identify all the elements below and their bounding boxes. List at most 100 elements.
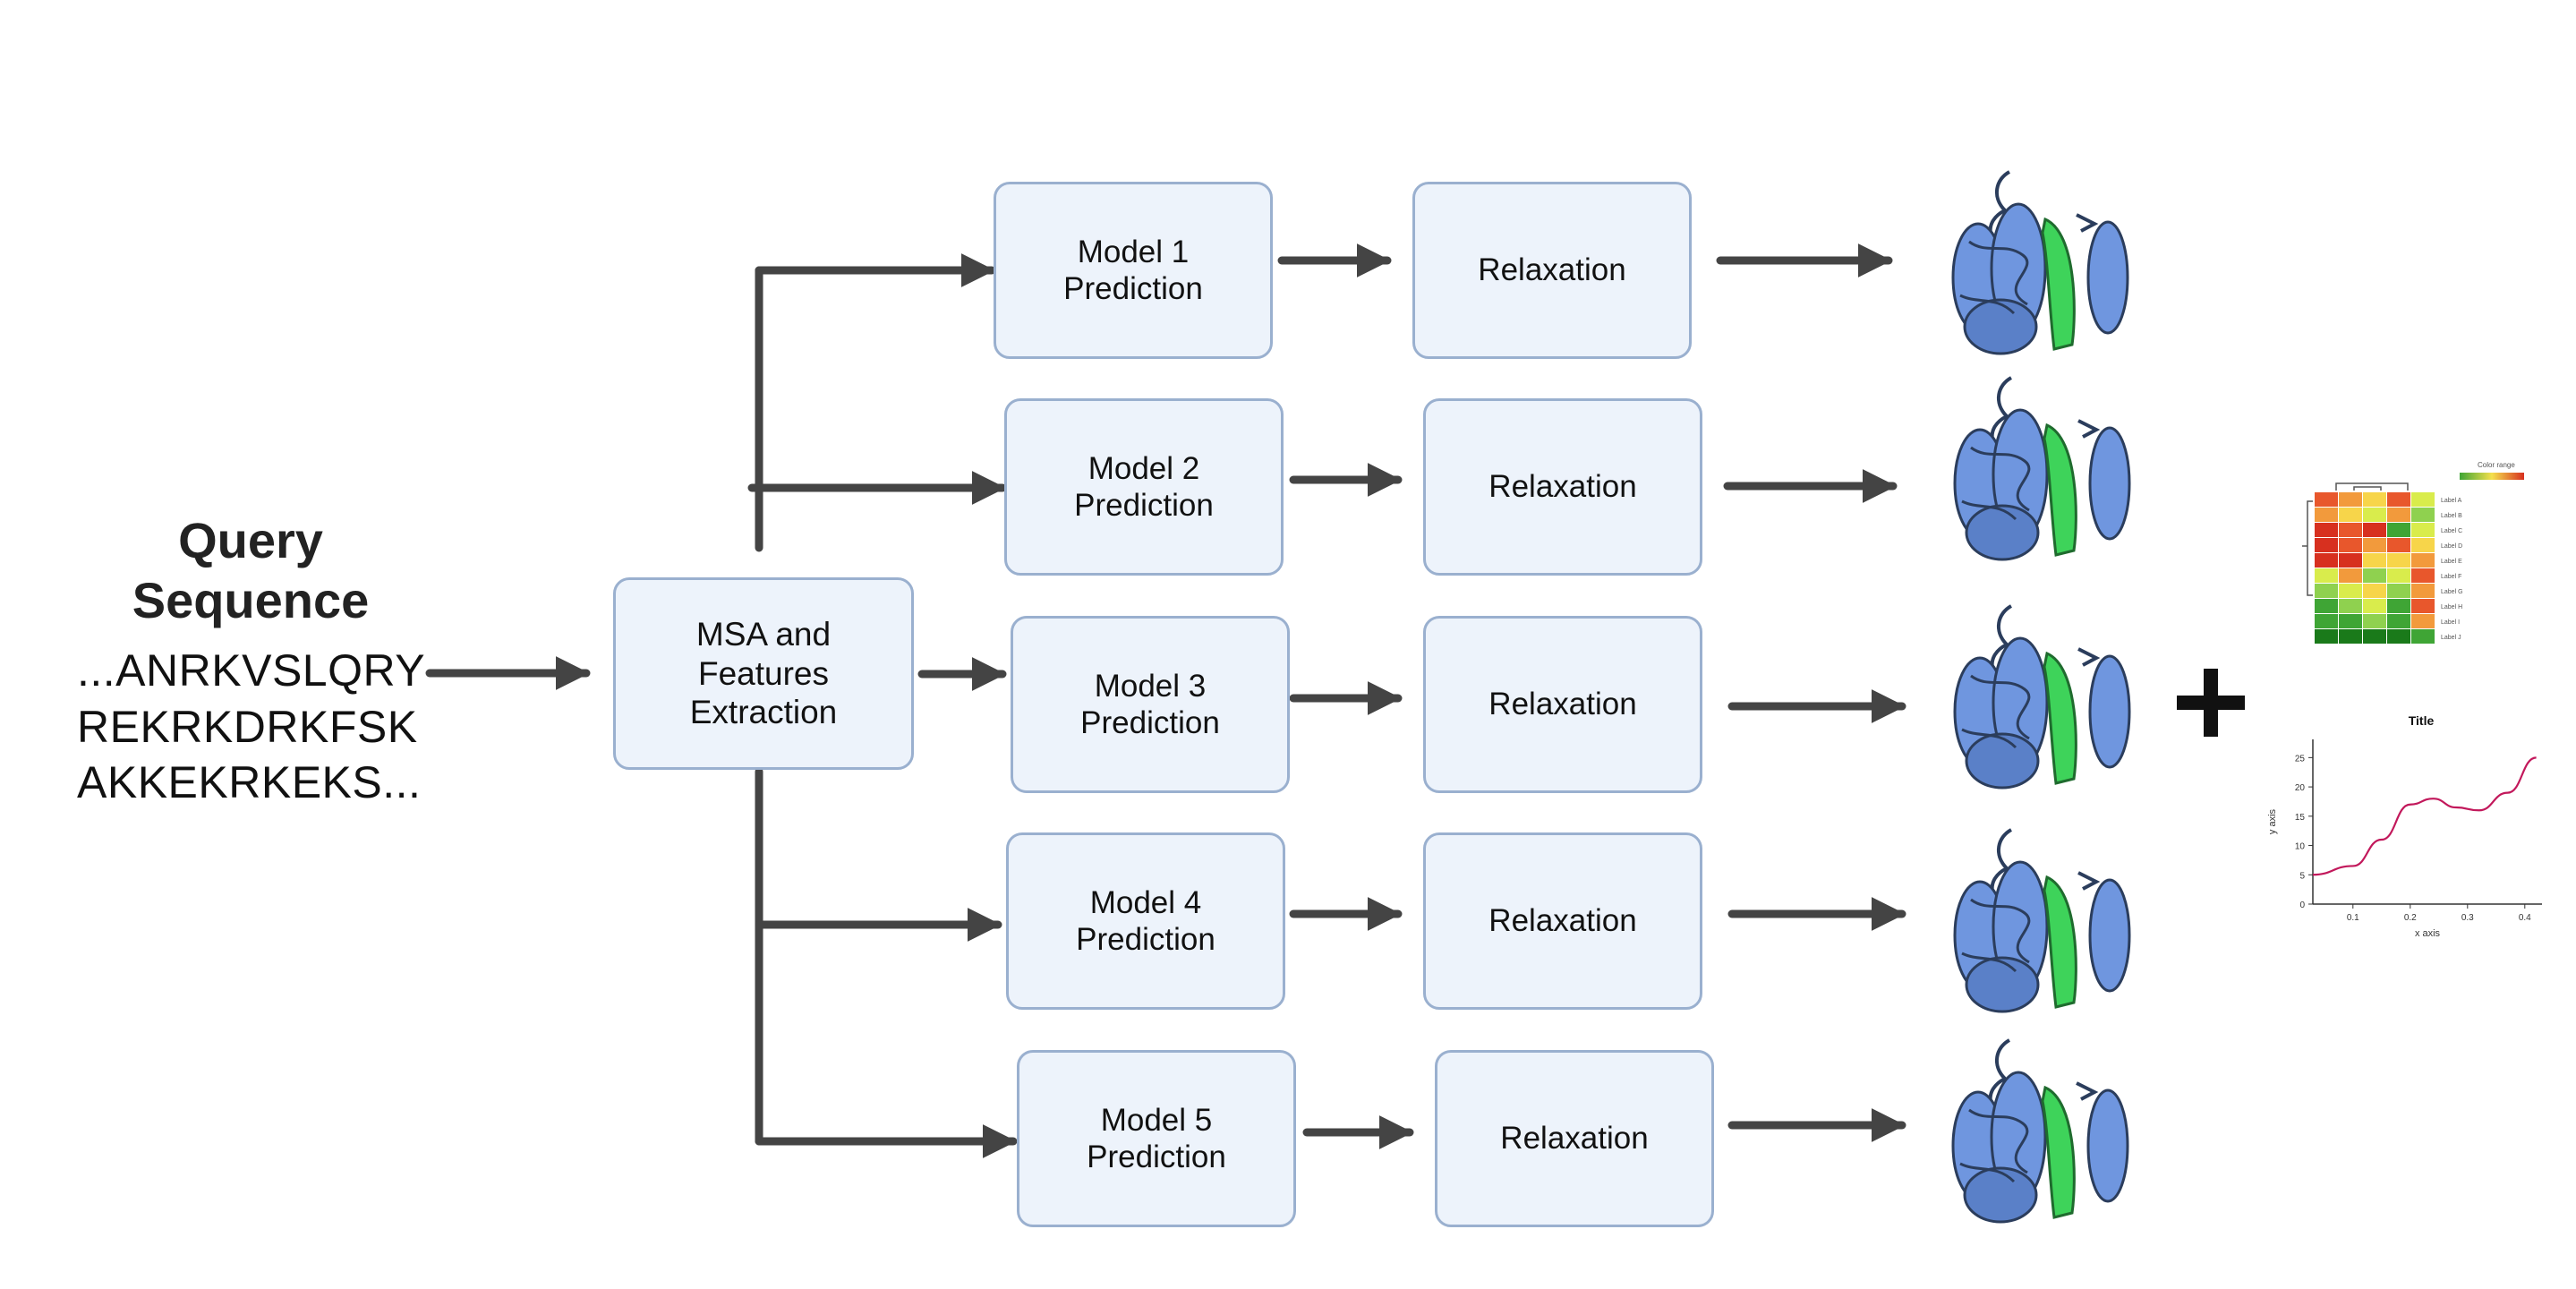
model-2-prediction-label: Model 2 Prediction [1074, 450, 1214, 523]
heatmap-cell [2315, 538, 2338, 552]
model-3-prediction-box: Model 3 Prediction [1011, 616, 1290, 793]
sequence-line: AKKEKRKEKS... [77, 757, 422, 807]
plus-icon [2177, 669, 2245, 737]
relaxation-label: Relaxation [1488, 903, 1637, 939]
protein-structure-icon [1953, 604, 2131, 790]
x-tick-label: 0.4 [2519, 913, 2531, 923]
protein-ribbon-icon [1951, 1038, 2129, 1224]
protein-structure-icon [1953, 828, 2131, 1013]
protein-ribbon-icon [1953, 604, 2131, 790]
relaxation-box-3: Relaxation [1423, 616, 1702, 793]
heatmap-cell [2315, 553, 2338, 568]
heatmap-cell [2411, 629, 2435, 644]
heatmap-cell [2363, 629, 2386, 644]
relaxation-label: Relaxation [1488, 687, 1637, 722]
heatmap-row-label: Label E [2441, 559, 2462, 565]
relaxation-label: Relaxation [1500, 1121, 1649, 1157]
heatmap-row-label: Label F [2441, 574, 2461, 580]
heatmap-cell [2387, 553, 2410, 568]
protein-ribbon-icon [1951, 170, 2129, 355]
model-1-prediction-label: Model 1 Prediction [1063, 234, 1203, 306]
heatmap-cell [2315, 568, 2338, 583]
model-5-prediction-box: Model 5 Prediction [1017, 1050, 1296, 1227]
heatmap-cell [2411, 599, 2435, 613]
heatmap-row-labels: Label A Label B Label C Label D Label E Label… [2441, 498, 2463, 641]
heatmap-cells [2315, 492, 2435, 644]
relaxation-label: Relaxation [1488, 469, 1637, 505]
protein-structure-icon [1951, 1038, 2129, 1224]
heatmap-cell [2411, 614, 2435, 628]
heatmap-cell [2363, 553, 2386, 568]
model-1-prediction-box: Model 1 Prediction [994, 182, 1273, 359]
query-sequence-text: ...ANRKVSLQRY REKRKDRKFSK AKKEKRKEKS... [77, 643, 425, 811]
relaxation-box-4: Relaxation [1423, 832, 1702, 1010]
line-series [2312, 756, 2537, 876]
heatmap-cell [2315, 629, 2338, 644]
relaxation-label: Relaxation [1478, 252, 1626, 288]
heatmap-row-label: Label C [2441, 528, 2462, 534]
heatmap-cell [2315, 492, 2338, 507]
heatmap-row-label: Label G [2441, 589, 2463, 595]
heatmap-row-label: Label B [2441, 513, 2462, 519]
heatmap-cell [2315, 614, 2338, 628]
model-5-prediction-label: Model 5 Prediction [1087, 1102, 1226, 1174]
y-axis-label: y axis [2267, 808, 2278, 834]
heatmap-cell [2411, 553, 2435, 568]
relaxation-box-2: Relaxation [1423, 398, 1702, 576]
heatmap-cell [2339, 599, 2362, 613]
y-tick-label: 20 [2295, 783, 2306, 793]
heatmap-cell [2339, 553, 2362, 568]
heatmap-cell [2363, 508, 2386, 522]
heatmap-cell [2387, 599, 2410, 613]
query-sequence-title: Query Sequence [132, 512, 370, 629]
heatmap-row-label: Label I [2441, 619, 2460, 626]
protein-ribbon-icon [1953, 376, 2131, 561]
heatmap-row-label: Label D [2441, 543, 2462, 550]
heatmap-cell [2363, 599, 2386, 613]
heatmap-dendrogram [2302, 482, 2409, 596]
heatmap-cell [2387, 538, 2410, 552]
y-tick-label: 10 [2295, 842, 2306, 852]
heatmap-cell [2315, 599, 2338, 613]
x-axis-label: x axis [2415, 928, 2441, 939]
y-tick-label: 25 [2295, 754, 2306, 764]
y-tick-label: 0 [2299, 901, 2305, 910]
heatmap-cell [2315, 523, 2338, 537]
heatmap-cell [2387, 614, 2410, 628]
heatmap-cell [2363, 538, 2386, 552]
line-chart-title: Title [2409, 713, 2435, 728]
heatmap-cell [2411, 508, 2435, 522]
x-tick-label: 0.3 [2461, 913, 2474, 923]
heatmap-cell [2339, 538, 2362, 552]
y-tick-label: 15 [2295, 813, 2306, 823]
heatmap-row-label: Label J [2441, 635, 2461, 641]
relaxation-box-5: Relaxation [1435, 1050, 1714, 1227]
heatmap-cell [2411, 538, 2435, 552]
heatmap-cell [2339, 492, 2362, 507]
model-4-prediction-label: Model 4 Prediction [1076, 884, 1215, 957]
protein-structure-icon [1951, 170, 2129, 355]
heatmap-cell [2339, 614, 2362, 628]
model-4-prediction-box: Model 4 Prediction [1006, 832, 1285, 1010]
y-axis-ticks: 0 5 10 15 20 25 [2295, 754, 2313, 910]
sequence-line: ...ANRKVSLQRY [77, 645, 426, 696]
heatmap-legend-bar [2460, 473, 2524, 480]
msa-features-box: MSA and Features Extraction [613, 577, 914, 770]
heatmap-cell [2339, 629, 2362, 644]
relaxation-box-1: Relaxation [1412, 182, 1692, 359]
protein-ribbon-icon [1953, 828, 2131, 1013]
heatmap-cell [2387, 568, 2410, 583]
y-tick-label: 5 [2299, 871, 2305, 881]
heatmap-cell [2411, 492, 2435, 507]
heatmap-cell [2363, 568, 2386, 583]
heatmap-cell [2339, 568, 2362, 583]
heatmap-cell [2387, 523, 2410, 537]
heatmap-cell [2339, 523, 2362, 537]
heatmap-cell [2363, 492, 2386, 507]
msa-features-label: MSA and Features Extraction [689, 616, 838, 731]
heatmap-row-label: Label H [2441, 604, 2462, 610]
model-3-prediction-label: Model 3 Prediction [1080, 668, 1220, 740]
heatmap-row-label: Label A [2441, 498, 2462, 504]
